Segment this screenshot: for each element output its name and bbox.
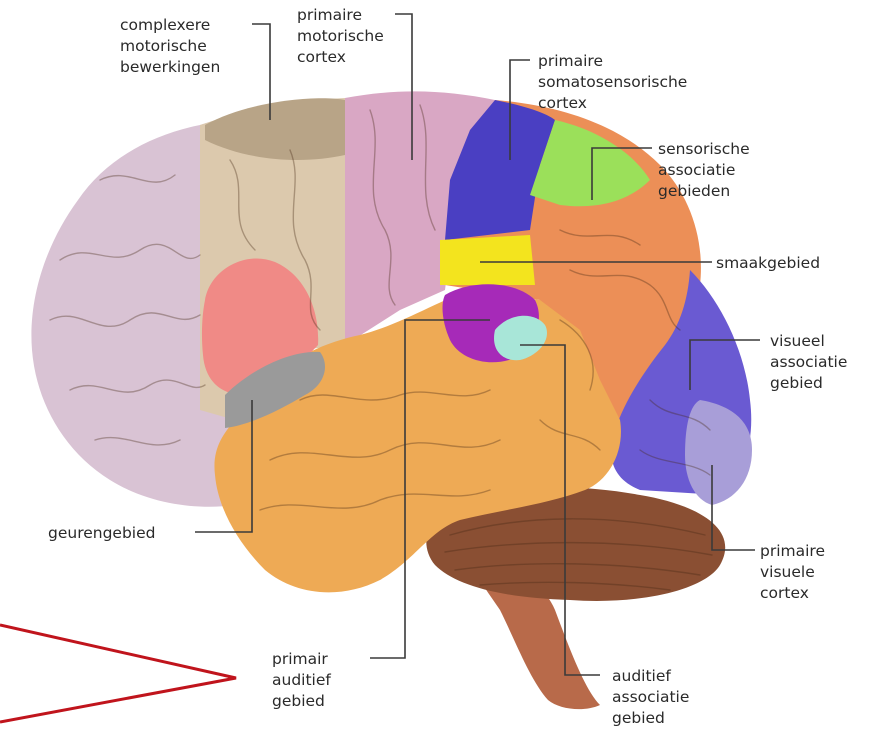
- taste-region: [440, 235, 535, 285]
- label-somatosensory: primaire somatosensorische cortex: [538, 52, 692, 112]
- label-sensory-association: sensorische associatie gebieden: [658, 140, 755, 200]
- label-primary-motor: primaire motorische cortex: [297, 6, 389, 66]
- label-auditory-association: auditief associatie gebied: [612, 667, 694, 727]
- annotation-arrow: [0, 625, 236, 722]
- label-taste: smaakgebied: [716, 254, 820, 272]
- label-primary-visual: primaire visuele cortex: [760, 542, 830, 602]
- label-olfactory: geurengebied: [48, 524, 156, 542]
- label-visual-association: visueel associatie gebied: [770, 332, 852, 392]
- label-primary-auditory: primair auditief gebied: [272, 650, 336, 710]
- brain-illustration: [31, 91, 752, 709]
- label-complex-motor: complexere motorische bewerkingen: [120, 16, 220, 76]
